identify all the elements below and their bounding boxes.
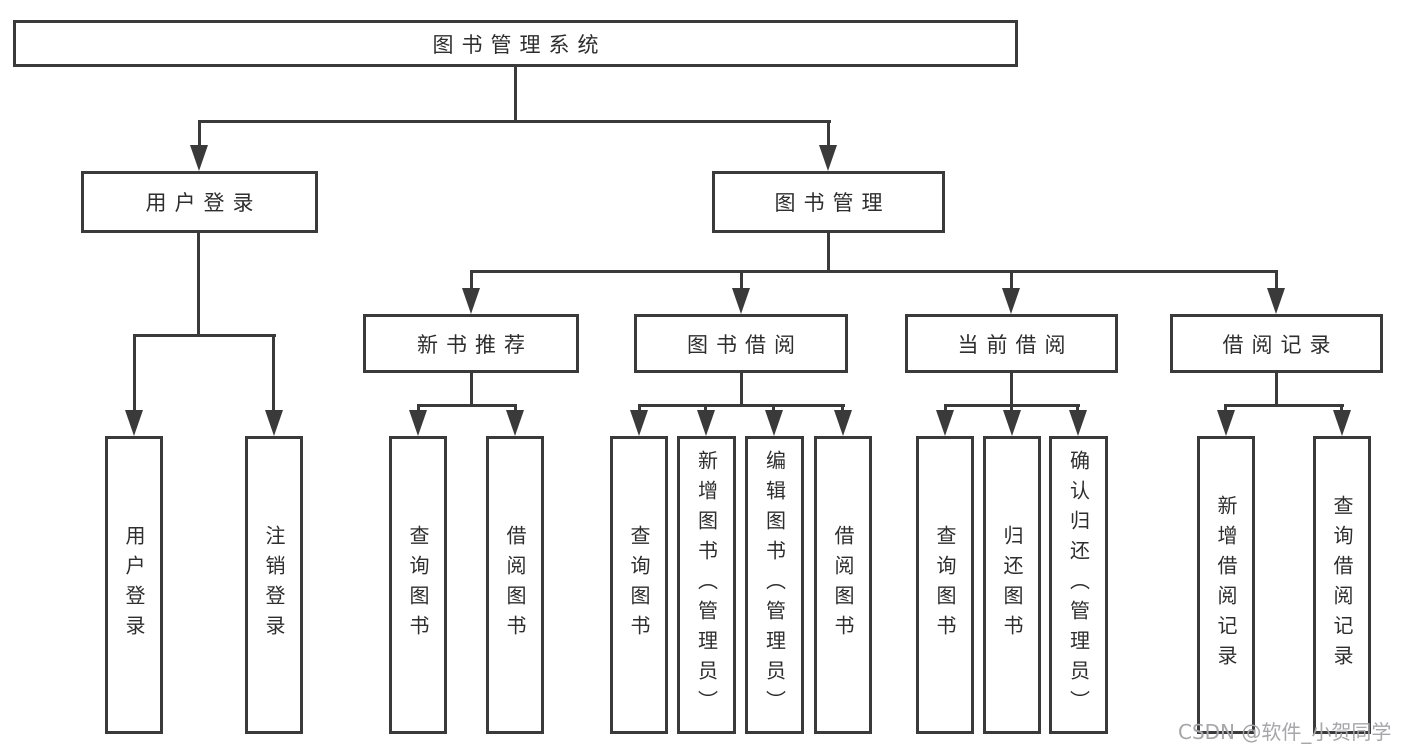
- leaf-label: 注销登录: [262, 525, 286, 645]
- connector-arrow-stem: [272, 334, 275, 414]
- node-new-book-recommend: 新书推荐: [363, 314, 579, 373]
- arrow-head: [819, 145, 837, 171]
- connector-arrow-stem: [1010, 404, 1013, 414]
- arrow-head: [1002, 288, 1020, 314]
- leaf-current-confirm-return-admin: 确认归还（管理员）: [1049, 436, 1108, 734]
- leaf-label: 查询图书: [933, 525, 957, 645]
- leaf-borrow-query-books: 查询图书: [610, 436, 668, 734]
- leaf-newbook-query-books: 查询图书: [389, 436, 447, 734]
- node-current-borrowing: 当前借阅: [905, 314, 1118, 373]
- leaf-borrow-add-books-admin: 新增图书（管理员）: [677, 436, 736, 734]
- arrow-head: [765, 410, 783, 436]
- connector-arrow-stem: [1340, 404, 1343, 414]
- leaf-label: 新增图书（管理员）: [694, 450, 719, 720]
- leaf-borrow-borrow-books: 借阅图书: [814, 436, 872, 734]
- node-label: 图书管理: [774, 191, 891, 215]
- node-label: 新书推荐: [417, 332, 533, 357]
- connector-arrow-stem: [772, 404, 775, 414]
- arrow-head: [409, 410, 427, 436]
- connector-arrow-stem: [740, 270, 743, 292]
- arrow-head: [1003, 410, 1021, 436]
- connector-arrow-stem: [638, 404, 641, 414]
- arrow-head: [1069, 410, 1087, 436]
- connector-arrow-stem: [827, 120, 830, 150]
- leaf-label: 用户登录: [122, 525, 146, 645]
- connector-ul-stem: [197, 232, 200, 337]
- arrow-head: [697, 410, 715, 436]
- connector-arrow-stem: [944, 404, 947, 414]
- arrow-head: [506, 410, 524, 436]
- leaf-current-return-books: 归还图书: [983, 436, 1041, 734]
- connector-root-stem: [514, 66, 517, 122]
- connector-cb-stem: [1010, 372, 1013, 407]
- connector-arrow-stem: [470, 270, 473, 292]
- connector-br-stem: [1275, 372, 1278, 407]
- leaf-current-query-books: 查询图书: [916, 436, 974, 734]
- arrow-head: [834, 410, 852, 436]
- connector-bb-hbar: [638, 404, 845, 407]
- connector-arrow-stem: [514, 404, 517, 414]
- leaf-label: 查询借阅记录: [1330, 495, 1354, 675]
- node-label: 图书借阅: [687, 332, 803, 357]
- leaf-label: 归还图书: [1000, 525, 1024, 645]
- connector-arrow-stem: [417, 404, 420, 414]
- csdn-watermark: CSDN @软件_小贺同学: [1178, 720, 1392, 744]
- connector-bb-stem: [740, 372, 743, 407]
- arrow-head: [462, 288, 480, 314]
- leaf-label: 查询图书: [627, 525, 651, 645]
- node-book-management: 图书管理: [712, 171, 945, 233]
- node-label: 图书管理系统: [432, 32, 607, 57]
- arrow-head: [1267, 288, 1285, 314]
- connector-br-hbar: [1225, 404, 1344, 407]
- arrow-head: [125, 410, 143, 436]
- node-book-borrowing: 图书借阅: [634, 314, 848, 373]
- connector-ul-hbar: [133, 334, 276, 337]
- leaf-label: 查询图书: [406, 525, 430, 645]
- leaf-label: 确认归还（管理员）: [1066, 450, 1091, 720]
- node-user-login: 用户登录: [81, 171, 318, 233]
- connector-root-hbar: [198, 120, 831, 123]
- connector-arrow-stem: [1010, 270, 1013, 292]
- leaf-label: 新增借阅记录: [1214, 495, 1238, 675]
- leaf-label: 借阅图书: [503, 525, 527, 645]
- connector-nb-hbar: [417, 404, 517, 407]
- arrow-head: [265, 410, 283, 436]
- connector-arrow-stem: [841, 404, 844, 414]
- leaf-label: 编辑图书（管理员）: [762, 450, 787, 720]
- arrow-head: [630, 410, 648, 436]
- node-library-system: 图书管理系统: [13, 20, 1018, 67]
- arrow-head: [732, 288, 750, 314]
- leaf-user-login: 用户登录: [105, 436, 163, 734]
- connector-arrow-stem: [1224, 404, 1227, 414]
- node-borrow-records: 借阅记录: [1170, 314, 1383, 373]
- connector-arrow-stem: [133, 334, 136, 414]
- node-label: 借阅记录: [1222, 332, 1339, 357]
- node-label: 用户登录: [145, 191, 262, 215]
- connector-nb-stem: [470, 372, 473, 407]
- leaf-records-query-record: 查询借阅记录: [1313, 436, 1371, 734]
- leaf-label: 借阅图书: [831, 525, 855, 645]
- arrow-head: [936, 410, 954, 436]
- node-label: 当前借阅: [957, 332, 1074, 357]
- connector-arrow-stem: [1275, 270, 1278, 292]
- arrow-head: [1333, 410, 1351, 436]
- connector-bm-stem: [827, 232, 830, 273]
- leaf-logout: 注销登录: [245, 436, 303, 734]
- leaf-borrow-edit-books-admin: 编辑图书（管理员）: [745, 436, 804, 734]
- arrow-head: [190, 145, 208, 171]
- arrow-head: [1217, 410, 1235, 436]
- connector-bm-hbar: [470, 270, 1278, 273]
- leaf-records-add-record: 新增借阅记录: [1197, 436, 1255, 734]
- connector-arrow-stem: [704, 404, 707, 414]
- leaf-newbook-borrow-books: 借阅图书: [486, 436, 544, 734]
- connector-arrow-stem: [198, 120, 201, 150]
- connector-arrow-stem: [1076, 404, 1079, 414]
